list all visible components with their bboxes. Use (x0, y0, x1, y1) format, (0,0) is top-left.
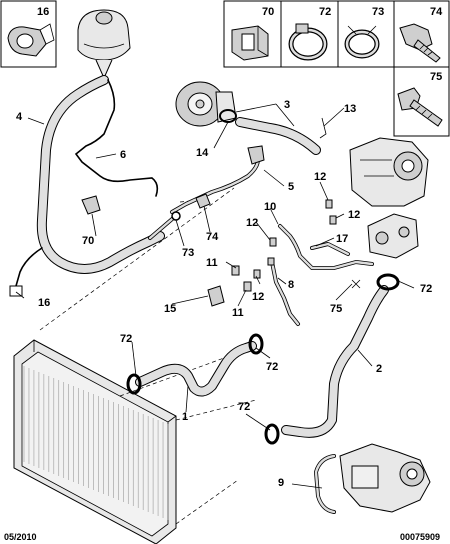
callout-74: 74 (206, 231, 219, 243)
egr-valve (339, 443, 431, 513)
callout-16: 16 (38, 297, 50, 309)
pipe-10 (278, 224, 374, 270)
hose-2 (264, 273, 400, 445)
pipe-clip-icon (7, 23, 55, 57)
clip-icon (231, 25, 269, 61)
part-box-70-label: 70 (262, 6, 274, 18)
radiator-fins (23, 366, 169, 520)
callouts: 3 13 4 14 6 5 12 12 10 12 70 73 74 17 11… (16, 99, 432, 489)
callout-1: 1 (182, 411, 188, 423)
hose-3 (219, 109, 321, 155)
clip-70 (81, 195, 101, 215)
callout-12-a: 12 (314, 171, 326, 183)
pipe-9 (314, 454, 336, 514)
callout-4: 4 (16, 111, 23, 123)
footer-reference: 00075909 (400, 532, 440, 542)
callout-13: 13 (344, 103, 356, 115)
part-box-72-label: 72 (319, 6, 331, 18)
fitting-12c (269, 237, 277, 247)
part-box-75: 75 (393, 66, 450, 137)
callout-11-a: 11 (206, 257, 218, 269)
sensor-wire (9, 247, 43, 297)
clamp-72-bottom (264, 423, 280, 445)
fitting-12e (267, 257, 275, 266)
wire-connector (9, 285, 23, 297)
part-box-73-label: 73 (372, 6, 384, 18)
part-box-74-label: 74 (430, 6, 443, 18)
thermostat-housing (349, 137, 429, 207)
footer-date: 05/2010 (4, 532, 37, 542)
spring-clamp-icon (344, 25, 380, 59)
pipe-8 (270, 260, 300, 326)
egr-cooler (367, 213, 419, 259)
water-pump (175, 81, 237, 127)
fitting-12b (329, 215, 337, 225)
pipe-6 (74, 79, 159, 215)
clamp-72-left (126, 373, 142, 395)
radiator (13, 339, 177, 544)
fittings (207, 199, 337, 307)
callout-6: 6 (120, 149, 126, 161)
callout-72-c: 72 (266, 361, 278, 373)
screw-icon (399, 23, 441, 63)
callout-11-b: 11 (232, 307, 244, 319)
callout-70: 70 (82, 235, 94, 247)
bolt-icon (397, 87, 443, 127)
callout-10: 10 (264, 201, 276, 213)
clamp-72-top (376, 273, 400, 291)
fitting-12d (253, 269, 261, 279)
part-box-75-label: 75 (430, 71, 442, 83)
hose-clamp-icon (288, 23, 328, 61)
callout-12-c: 12 (246, 217, 258, 229)
hose-short (148, 211, 181, 240)
hose-4 (36, 75, 165, 274)
callout-3: 3 (284, 99, 290, 111)
callout-72-d: 72 (238, 401, 250, 413)
callout-2: 2 (376, 363, 382, 375)
callout-12-d: 12 (252, 291, 264, 303)
callout-72-a: 72 (420, 283, 432, 295)
clip-15 (207, 285, 225, 307)
leader-lines (15, 103, 415, 489)
callout-17: 17 (336, 233, 348, 245)
fitting-11a (231, 265, 240, 276)
sensor-13 (319, 117, 327, 139)
part-box-16: 16 (0, 0, 57, 68)
pipe-5 (170, 145, 265, 214)
hose-1 (126, 333, 264, 397)
part-box-74: 74 (393, 0, 450, 68)
callout-15: 15 (164, 303, 176, 315)
fitting-11b (243, 281, 252, 292)
pipe-17 (310, 242, 350, 256)
expansion-tank (77, 9, 131, 80)
part-box-70: 70 (223, 0, 282, 68)
callout-9: 9 (278, 477, 284, 489)
part-box-72: 72 (280, 0, 339, 68)
callout-73: 73 (182, 247, 194, 259)
callout-12-b: 12 (348, 209, 360, 221)
fitting-12a (325, 199, 333, 209)
callout-5: 5 (288, 181, 294, 193)
callout-72-b: 72 (120, 333, 132, 345)
clamp-72-mid (248, 333, 264, 355)
callout-8: 8 (288, 279, 294, 291)
callout-14: 14 (196, 147, 209, 159)
callout-75: 75 (330, 303, 342, 315)
part-box-16-label: 16 (37, 6, 49, 18)
part-box-73: 73 (337, 0, 395, 68)
